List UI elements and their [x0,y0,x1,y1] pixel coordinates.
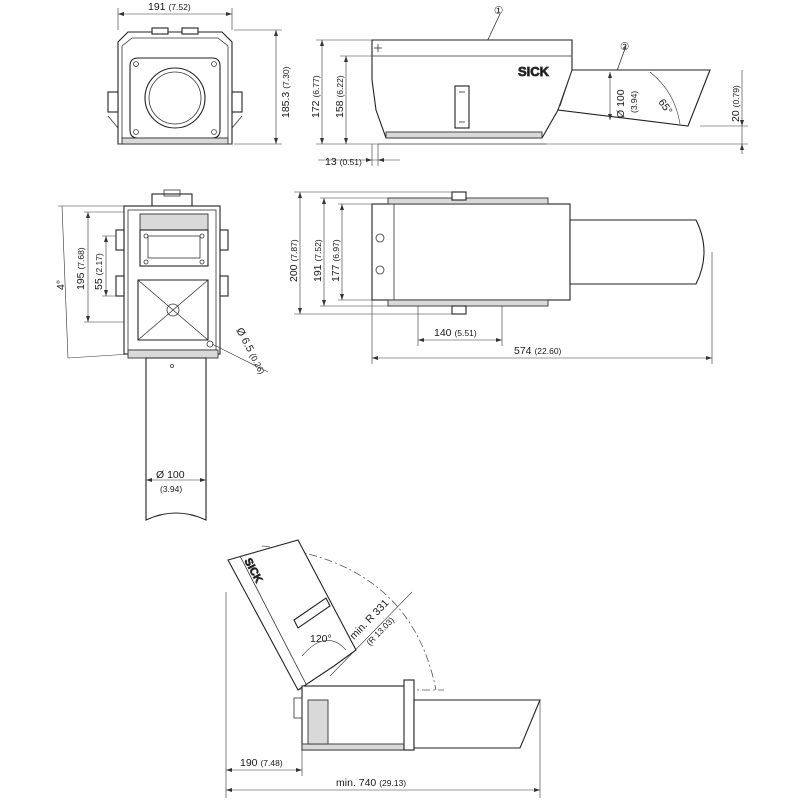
side-brand-logo: SICK [518,64,550,79]
housing-side-view: ① ② SICK Ø 100 (3.94) 65° 20 (0.79) [310,5,748,168]
svg-text:(3.94): (3.94) [629,91,639,113]
mount-dim-55: 55 (2.17) [93,253,105,290]
side-dim-158: 158 (6.22) [334,75,346,118]
open-angle-120: 120° [310,633,332,645]
mount-dim-195: 195 (7.68) [75,247,87,290]
tube-dim-dia100-in: (3.94) [160,484,182,494]
housing-open-view: SICK 120° min. R 331 (R 13.03) 190 (7.48… [225,539,541,798]
housing-top-view: 200 (7.87) 191 (7.52) 177 (6.97) 140 (5.… [288,191,713,364]
callout-2: ② [620,41,629,53]
housing-front-view: 191 (7.52) 185.3 (7.30) [107,1,292,145]
top-dim-191: 191 (7.52) [312,239,324,282]
open-dim-740: min. 740 (29.13) [336,777,406,789]
width-dim-191: 191 (7.52) [148,1,191,13]
side-dim-13: 13 (0.51) [325,156,362,168]
side-dim-172: 172 (6.77) [310,75,322,118]
open-dim-190: 190 (7.48) [240,757,283,769]
callout-1: ① [494,5,503,17]
top-dim-574: 574 (22.60) [514,345,562,357]
side-dim-20: 20 (0.79) [730,85,742,122]
mounting-front-view: 4° 195 (7.68) 55 (2.17) Ø 6.5 (0.26) [55,189,269,521]
top-dim-177: 177 (6.97) [330,239,342,282]
top-dim-140: 140 (5.51) [434,327,477,339]
height-dim-185: 185.3 (7.30) [280,66,292,118]
tube-dim-dia100: Ø 100 [156,469,185,481]
top-dim-200: 200 (7.87) [288,239,300,282]
mount-angle-4: 4° [55,280,67,290]
side-dim-dia100: Ø 100 [615,89,627,118]
mount-dim-6-5: Ø 6.5 (0.26) [233,326,268,377]
